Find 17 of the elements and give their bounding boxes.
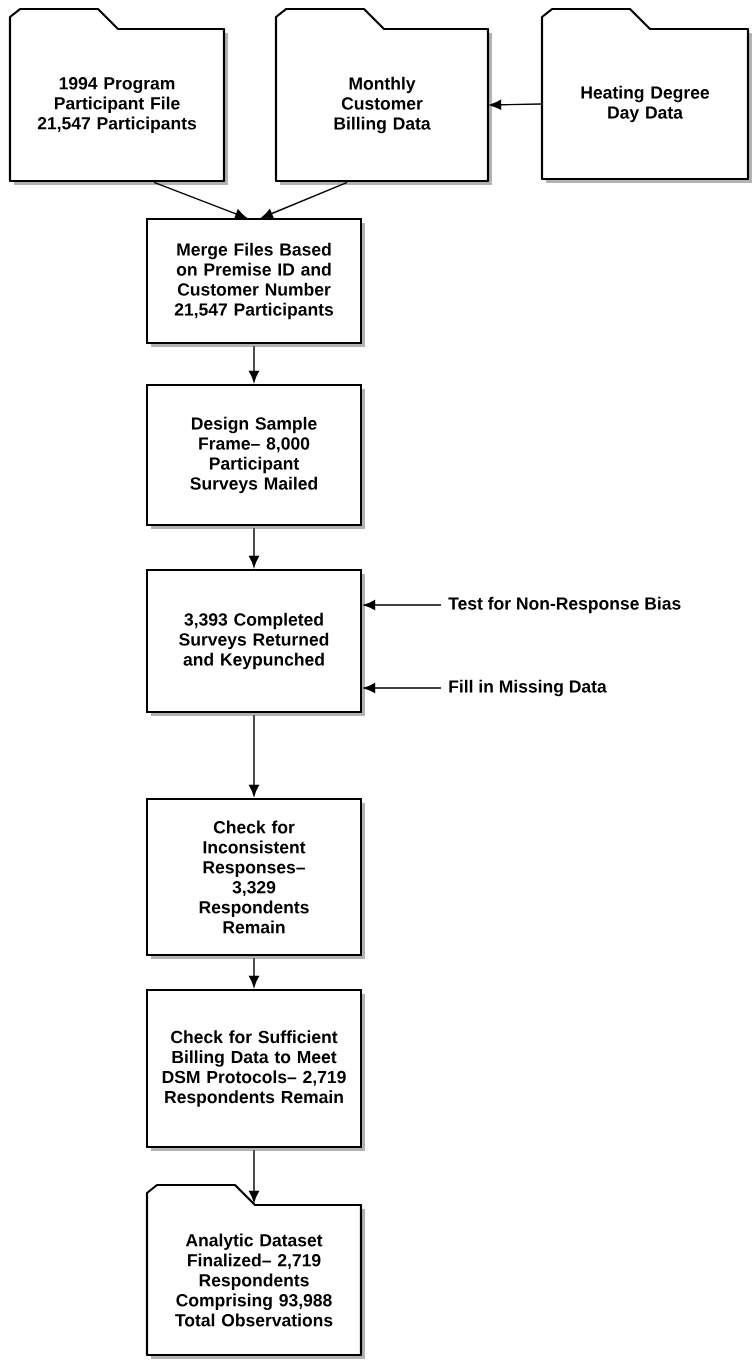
arrow bbox=[364, 683, 442, 693]
process-box: Merge Files Based on Premise ID and Customer Number 21,547 Participants bbox=[146, 218, 365, 347]
arrow bbox=[249, 345, 259, 382]
arrow bbox=[261, 181, 348, 219]
arrow bbox=[249, 1149, 259, 1202]
arrow bbox=[490, 99, 543, 110]
process-box: Check for Inconsistent Responses– 3,329 Respondents Remain bbox=[146, 798, 365, 959]
arrow bbox=[153, 181, 247, 219]
process-box: 3,393 Completed Surveys Returned and Keypunched bbox=[146, 569, 365, 716]
arrow bbox=[249, 527, 259, 567]
process-box: Check for Sufficient Billing Data to Meet DSM Protocols– 2,719 Respondents Remain bbox=[146, 989, 365, 1151]
arrow bbox=[249, 714, 259, 796]
side-note: Test for Non-Response Bias bbox=[448, 596, 681, 614]
process-box: Design Sample Frame– 8,000 Participant Surveys Mailed bbox=[146, 384, 365, 529]
arrow bbox=[249, 957, 259, 987]
arrow bbox=[364, 600, 442, 610]
side-note: Fill in Missing Data bbox=[449, 679, 607, 697]
